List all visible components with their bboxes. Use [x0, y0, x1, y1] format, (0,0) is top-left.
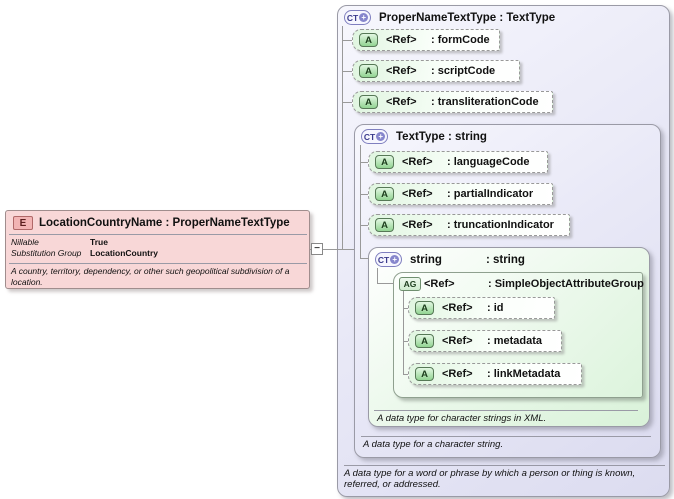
attribute-icon: A [359, 95, 378, 109]
attribute-group-name: : SimpleObjectAttributeGroup [488, 278, 644, 290]
plus-icon: + [359, 13, 369, 22]
type-description: A data type for character strings in XML… [377, 413, 547, 424]
attribute-ref: <Ref> [386, 65, 417, 77]
complex-type-icon: CT+ [344, 10, 371, 25]
divider [9, 234, 307, 235]
tree-trunk-line [377, 268, 378, 283]
attribute-icon: A [359, 33, 378, 47]
element-title: LocationCountryName : ProperNameTextType [39, 217, 290, 229]
tree-trunk-line [403, 291, 404, 374]
attribute-icon: A [375, 187, 394, 201]
type-header-string: CT+ string : string [375, 252, 525, 267]
attribute-name: : languageCode [447, 156, 530, 168]
plus-icon: + [376, 132, 386, 141]
attribute-ref: <Ref> [386, 96, 417, 108]
attribute-group-ref: <Ref> [424, 278, 455, 290]
element-box-LocationCountryName[interactable]: E LocationCountryName : ProperNameTextTy… [5, 210, 310, 289]
attribute-group-icon: AG [399, 277, 421, 291]
property-label-substitution-group: Substitution Group [11, 248, 82, 258]
attribute-ref: <Ref> [402, 156, 433, 168]
tree-branch-line [360, 162, 369, 163]
attribute-ref: <Ref> [442, 335, 473, 347]
attribute-name: : partialIndicator [447, 188, 534, 200]
attribute-box-languageCode[interactable]: A <Ref> : languageCode [368, 151, 548, 173]
tree-branch-line [342, 40, 353, 41]
tree-branch-line [403, 308, 409, 309]
divider [9, 263, 307, 264]
tree-trunk-line [360, 145, 361, 258]
tree-branch-line [403, 341, 409, 342]
attribute-name: : truncationIndicator [447, 219, 554, 231]
attribute-ref: <Ref> [402, 188, 433, 200]
attribute-ref: <Ref> [386, 34, 417, 46]
property-value-nillable: True [90, 237, 108, 247]
attribute-icon: A [415, 367, 434, 381]
element-icon: E [13, 216, 33, 230]
attribute-name: : scriptCode [431, 65, 496, 77]
attribute-box-linkMetadata[interactable]: A <Ref> : linkMetadata [408, 363, 582, 385]
divider [361, 436, 651, 437]
tree-branch-line [342, 102, 353, 103]
tree-branch-line [377, 283, 394, 284]
type-title: TextType : string [396, 130, 487, 143]
complex-type-icon: CT+ [361, 129, 388, 144]
element-description: A country, territory, dependency, or oth… [11, 266, 290, 287]
divider [374, 410, 638, 411]
attribute-ref: <Ref> [442, 368, 473, 380]
attribute-ref: <Ref> [402, 219, 433, 231]
attribute-name: : metadata [487, 335, 543, 347]
attribute-box-id[interactable]: A <Ref> : id [408, 297, 555, 319]
complex-type-icon: CT+ [375, 252, 402, 267]
tree-branch-line [342, 71, 353, 72]
attribute-icon: A [415, 301, 434, 315]
type-base: : string [485, 253, 525, 266]
element-connector-line [310, 249, 354, 250]
attribute-icon: A [375, 155, 394, 169]
plus-icon: + [390, 255, 400, 264]
attribute-box-truncationIndicator[interactable]: A <Ref> : truncationIndicator [368, 214, 570, 236]
tree-branch-line [360, 194, 369, 195]
type-title: ProperNameTextType : TextType [379, 11, 556, 24]
type-description: A data type for a character string. [363, 439, 504, 450]
attribute-box-scriptCode[interactable]: A <Ref> : scriptCode [352, 60, 520, 82]
property-label-nillable: Nillable [11, 237, 39, 247]
attribute-box-formCode[interactable]: A <Ref> : formCode [352, 29, 500, 51]
type-title: string [410, 253, 442, 266]
type-header-ProperNameTextType: CT+ ProperNameTextType : TextType [344, 10, 555, 25]
attribute-box-transliterationCode[interactable]: A <Ref> : transliterationCode [352, 91, 553, 113]
type-description: A data type for a word or phrase by whic… [344, 468, 636, 490]
property-value-substitution-group: LocationCountry [90, 248, 158, 258]
attribute-box-metadata[interactable]: A <Ref> : metadata [408, 330, 562, 352]
tree-branch-line [360, 225, 369, 226]
attribute-name: : transliterationCode [431, 96, 539, 108]
attribute-icon: A [415, 334, 434, 348]
attribute-icon: A [359, 64, 378, 78]
divider [344, 465, 665, 466]
tree-branch-line [403, 374, 409, 375]
tree-trunk-line [342, 26, 343, 249]
attribute-box-partialIndicator[interactable]: A <Ref> : partialIndicator [368, 183, 553, 205]
attribute-name: : id [487, 302, 504, 314]
attribute-name: : linkMetadata [487, 368, 561, 380]
type-header-TextType: CT+ TextType : string [361, 129, 487, 144]
collapse-toggle[interactable]: − [311, 243, 323, 255]
attribute-ref: <Ref> [442, 302, 473, 314]
attribute-name: : formCode [431, 34, 490, 46]
attribute-icon: A [375, 218, 394, 232]
tree-branch-line [360, 258, 369, 259]
